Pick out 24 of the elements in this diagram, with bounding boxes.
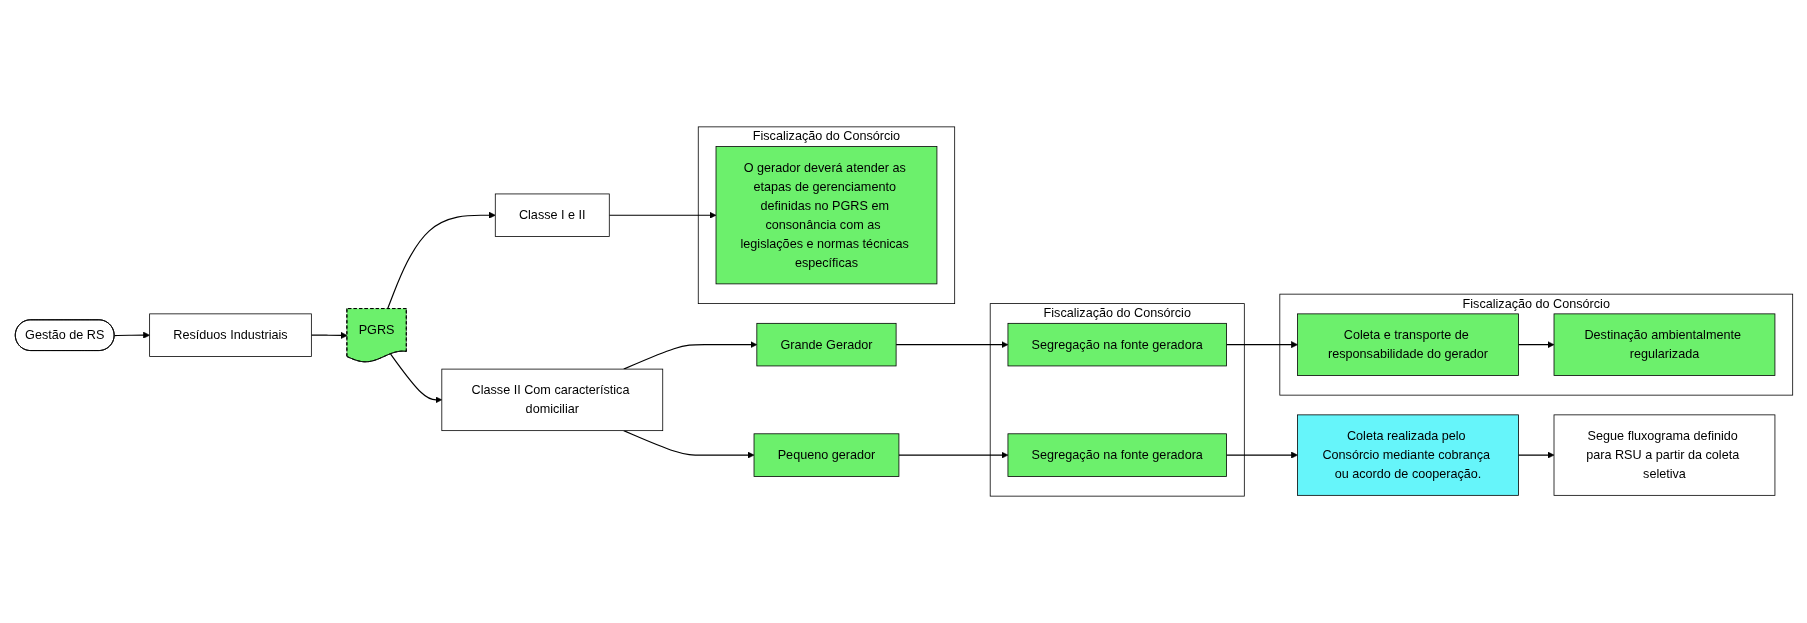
node-box: Resíduos Industriais bbox=[148, 313, 312, 357]
node-box: Destinação ambientalmente regularizada bbox=[1553, 313, 1775, 376]
node-box: Coleta e transporte de responsabilidade do gerador bbox=[1296, 313, 1519, 376]
node-box: Grande Gerador bbox=[755, 322, 896, 367]
arrow bbox=[310, 331, 348, 339]
node-box: Segregação na fonte geradora bbox=[1007, 433, 1227, 477]
arrow bbox=[389, 353, 442, 404]
arrow bbox=[113, 331, 150, 339]
arrow bbox=[1225, 341, 1298, 349]
arrow bbox=[386, 211, 496, 310]
node-box: O gerador deverá atender as etapas de gerenciamento definidas no PGRS em consonância com as legislações e normas técnicas específicas bbox=[715, 146, 937, 285]
arrow bbox=[622, 430, 754, 459]
arrow bbox=[608, 211, 716, 219]
arrow bbox=[897, 451, 1008, 459]
arrow bbox=[895, 341, 1008, 349]
arrow bbox=[1225, 451, 1298, 459]
node-box: Classe I e II bbox=[494, 193, 610, 237]
node-box: Segue fluxograma definido para RSU a partir da coleta seletiva bbox=[1553, 414, 1775, 496]
node-box: Classe II Com característica domiciliar bbox=[440, 368, 663, 432]
node-box: Segregação na fonte geradora bbox=[1007, 322, 1227, 367]
node-box: Coleta realizada pelo Consórcio mediante cobrança ou acordo de cooperação. bbox=[1296, 414, 1519, 496]
arrow bbox=[1517, 341, 1554, 349]
node-box: Pequeno gerador bbox=[753, 433, 899, 477]
arrow bbox=[1517, 451, 1554, 459]
